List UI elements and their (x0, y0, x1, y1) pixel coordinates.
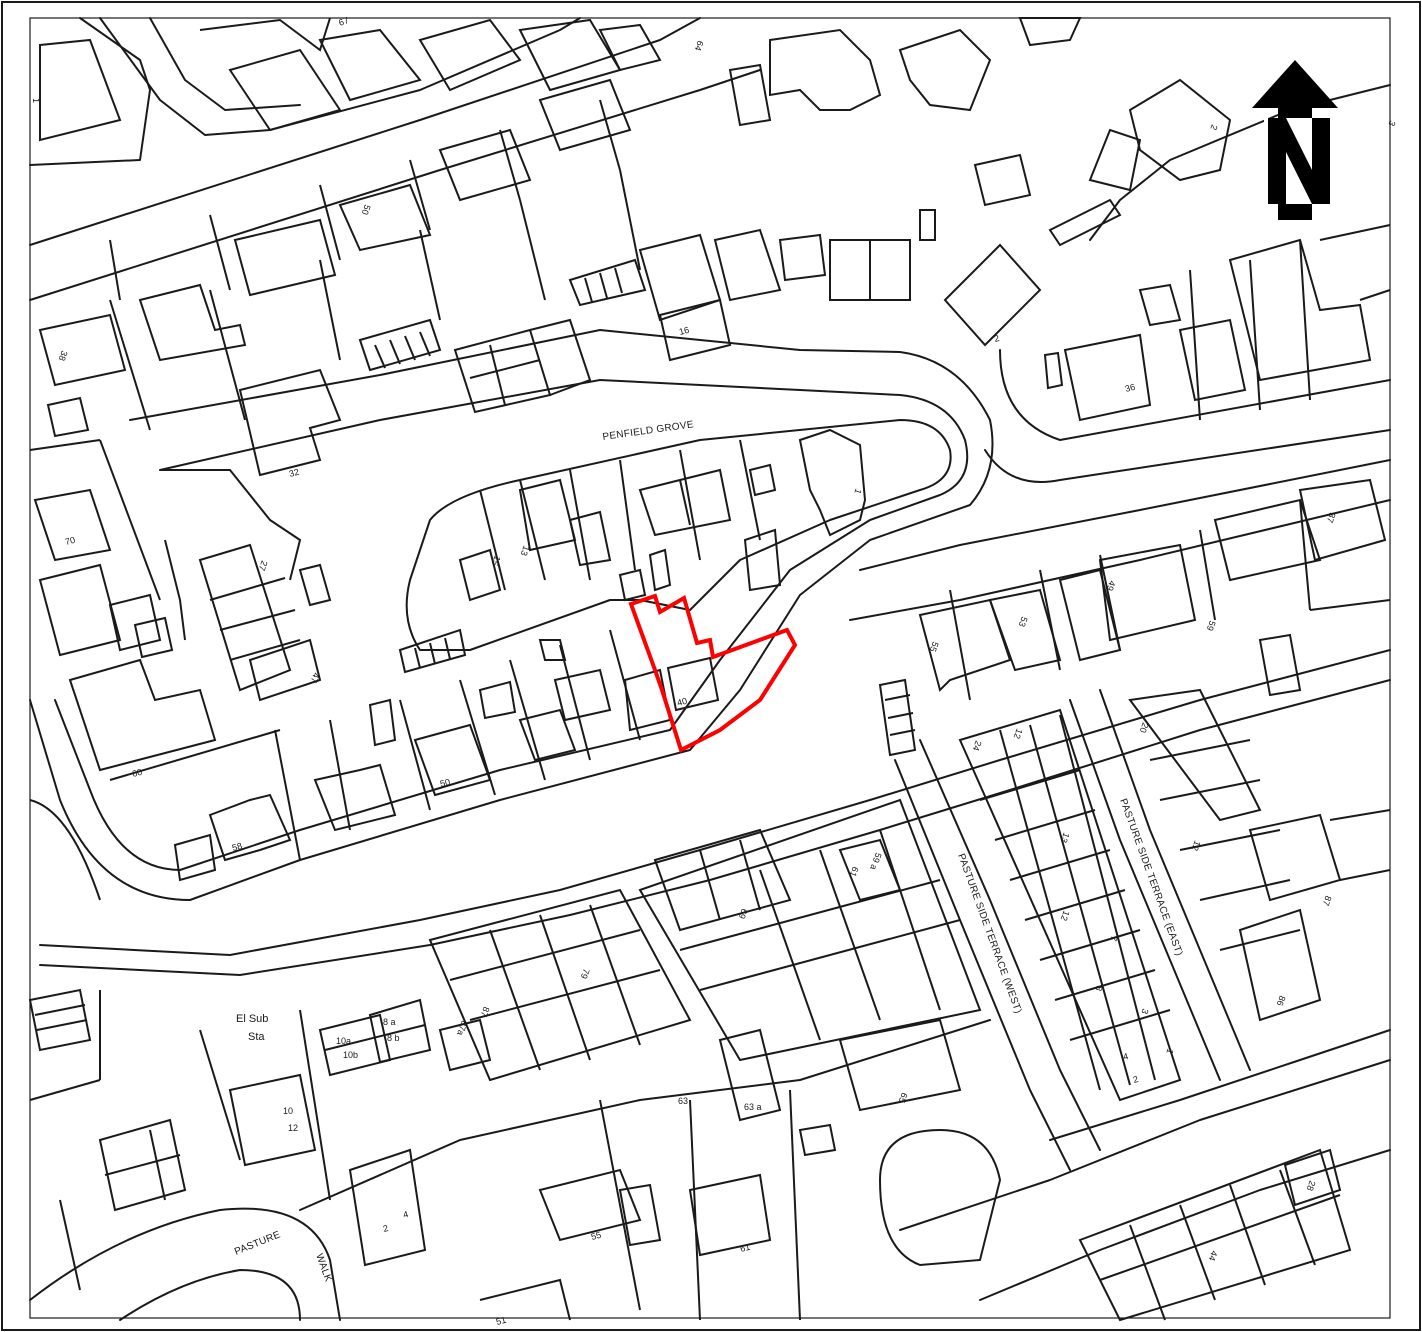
house-number: 15 (490, 554, 503, 567)
house-number: 36 (1124, 382, 1136, 394)
house-number: 2 (1132, 1074, 1139, 1085)
house-number: 50 (439, 777, 451, 789)
house-number: 55 (928, 640, 941, 653)
plot-boundaries (28, 17, 1391, 1322)
house-number: 38 (57, 349, 70, 362)
house-number: 87 (479, 1005, 492, 1018)
house-number: 3 (1386, 119, 1397, 127)
house-number: 27 (257, 559, 270, 572)
house-number: 1 (1164, 1047, 1175, 1055)
house-number: 47 (309, 671, 322, 684)
house-number: 10 (283, 1106, 293, 1116)
house-number: 13 (1059, 831, 1072, 844)
house-number: 44 (1207, 1249, 1220, 1262)
house-number: 1 (852, 487, 863, 495)
house-number: 63 (678, 1096, 688, 1106)
north-arrow-icon (1252, 60, 1338, 220)
house-number: 3 (1139, 1007, 1150, 1015)
house-number: 40 (676, 696, 688, 708)
house-number: 8 (1093, 984, 1104, 992)
map-inner-frame (29, 17, 1391, 1319)
house-number: 12 (288, 1123, 298, 1133)
house-number: 16 (678, 325, 690, 337)
house-number: 58 (231, 841, 243, 853)
house-number: 59 (1205, 619, 1218, 632)
house-number: 20 (1138, 721, 1151, 734)
site-boundary (628, 593, 798, 753)
house-number: 67 (337, 15, 350, 28)
house-number: 60 (131, 767, 143, 779)
house-number: 32 (288, 467, 300, 479)
house-number: 28 (1305, 1179, 1318, 1192)
house-number: 10b (343, 1050, 358, 1060)
house-number: 2 (993, 333, 1000, 344)
house-number: 55 (590, 1230, 602, 1242)
house-number: 12 (1190, 839, 1203, 852)
house-number: 1 (31, 98, 41, 103)
house-number: 7 (1108, 934, 1119, 942)
house-number: 13 (519, 544, 532, 557)
house-number: 53 (1017, 615, 1030, 628)
house-number: 4 (1122, 1051, 1129, 1062)
house-number: 49 (1105, 579, 1118, 592)
house-number: 50 (360, 203, 373, 216)
sta-label: Sta (248, 1031, 265, 1043)
house-number: 8 a (383, 1017, 396, 1027)
house-number: 12 (1012, 727, 1025, 740)
road-label-pasture-walk-1: PASTURE (233, 1229, 282, 1257)
house-number: 51 (495, 1315, 507, 1327)
house-number: 59 a (868, 851, 883, 871)
house-number: 70 (64, 535, 76, 547)
house-number: 87 (1321, 894, 1334, 907)
el-sub-label: El Sub (236, 1013, 268, 1025)
house-number: 63 a (744, 1102, 762, 1112)
house-number: 12 (1059, 909, 1072, 922)
house-number: 64 (693, 39, 706, 52)
site-building (666, 656, 720, 712)
house-number: 79 (579, 967, 592, 980)
house-number: 61 (739, 1242, 751, 1254)
house-number: 8 b (387, 1033, 400, 1043)
road-label-penfield-grove: PENFIELD GROVE (602, 419, 695, 443)
house-number: 86 (1275, 994, 1288, 1007)
house-number: 10a (336, 1036, 351, 1046)
house-number: 69 (737, 907, 750, 920)
house-number: 87a (455, 1019, 470, 1037)
house-numbers: El Sub Sta 67 64 1 50 38 32 70 27 47 60 … (31, 15, 1398, 1327)
house-number: 24 (971, 739, 984, 752)
house-number: 4 (402, 1209, 409, 1220)
house-number: 65 (897, 1091, 910, 1104)
house-number: 2 (382, 1223, 389, 1234)
house-number: 2 (1208, 123, 1219, 131)
house-number: 37 (1325, 511, 1338, 524)
house-number: 61 (848, 865, 861, 878)
